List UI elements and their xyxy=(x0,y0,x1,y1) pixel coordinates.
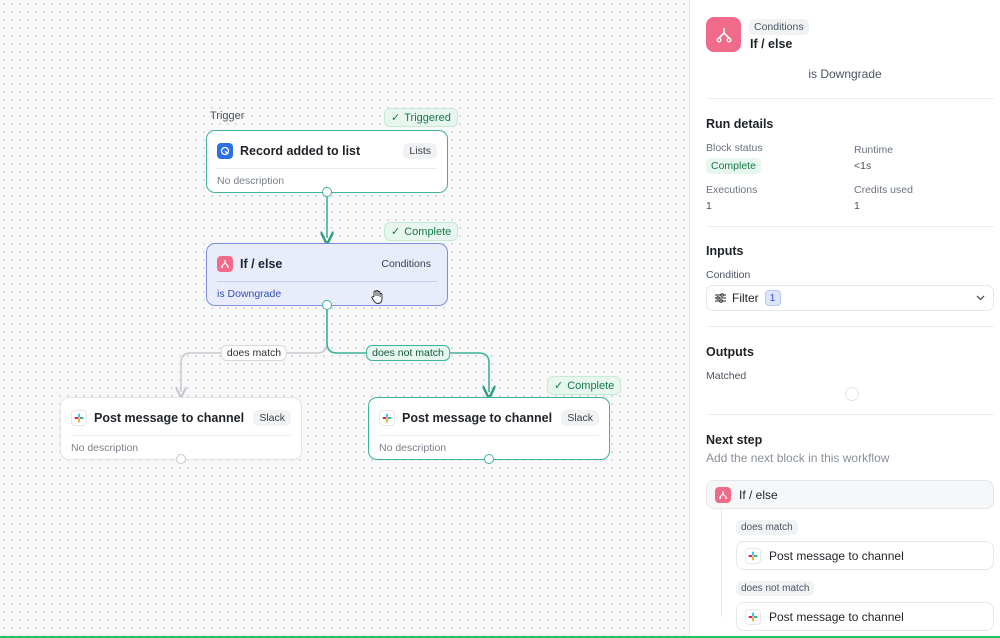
block-status-badge: Complete xyxy=(706,158,761,174)
outputs-title: Outputs xyxy=(706,345,754,359)
divider xyxy=(379,435,599,436)
triggered-badge-label: Triggered xyxy=(404,112,451,124)
complete-badge: ✓Complete xyxy=(384,222,459,241)
ifelse-node[interactable]: If / else Conditions is Downgrade xyxy=(206,243,448,306)
edge-label-does-match[interactable]: does match xyxy=(220,345,288,361)
right-slack-node-desc: No description xyxy=(379,442,447,454)
divider xyxy=(217,168,437,169)
branch-tag-does-not-match: does not match xyxy=(736,581,815,596)
trigger-output-handle[interactable] xyxy=(322,187,332,197)
header-category-tag: Conditions xyxy=(749,19,809,35)
check-icon: ✓ xyxy=(391,112,401,124)
branch-2-item-label: Post message to channel xyxy=(769,609,904,624)
branch-icon xyxy=(706,17,741,52)
trigger-node-title: Record added to list xyxy=(240,144,361,158)
edge-label-does-not-match[interactable]: does not match xyxy=(366,345,450,361)
run-details-title: Run details xyxy=(706,117,774,131)
sliders-icon xyxy=(715,293,726,303)
next-step-root[interactable]: If / else xyxy=(706,480,994,509)
divider xyxy=(706,98,994,99)
complete-badge-label: Complete xyxy=(404,226,452,238)
workflow-canvas[interactable]: Trigger ✓Triggered Record added to list … xyxy=(0,0,689,638)
ifelse-node-desc: is Downgrade xyxy=(217,288,282,300)
complete-badge-2-label: Complete xyxy=(567,380,615,392)
edges xyxy=(0,196,689,638)
condition-filter-select[interactable]: Filter 1 xyxy=(706,285,994,311)
tree-line xyxy=(721,509,722,617)
divider xyxy=(706,226,994,227)
trigger-node-pill: Lists xyxy=(403,143,437,159)
branch-1-item-label: Post message to channel xyxy=(769,548,904,563)
status-line xyxy=(0,636,1000,638)
ifelse-output-handle[interactable] xyxy=(322,300,332,310)
right-output-handle[interactable] xyxy=(484,454,494,464)
left-slack-node-pill: Slack xyxy=(253,410,291,426)
inputs-title: Inputs xyxy=(706,244,744,258)
executions-label: Executions xyxy=(706,184,758,196)
trigger-node[interactable]: Record added to list Lists No descriptio… xyxy=(206,130,448,193)
check-icon: ✓ xyxy=(391,226,401,238)
next-step-branch-1-item[interactable]: Post message to channel xyxy=(736,541,994,570)
trigger-tag: Trigger xyxy=(210,110,245,122)
slack-icon xyxy=(379,410,395,426)
left-output-handle[interactable] xyxy=(176,454,186,464)
divider xyxy=(706,326,994,327)
right-slack-node-pill: Slack xyxy=(561,410,599,426)
triggered-badge: ✓Triggered xyxy=(384,108,458,127)
divider xyxy=(71,435,291,436)
filter-label: Filter xyxy=(732,291,759,305)
condition-summary: is Downgrade xyxy=(808,67,882,81)
trigger-node-desc: No description xyxy=(217,175,285,187)
ifelse-node-title: If / else xyxy=(240,257,283,271)
chevron-down-icon xyxy=(976,295,985,301)
next-step-title: Next step xyxy=(706,433,763,447)
runtime-label: Runtime xyxy=(854,144,894,156)
branch-icon xyxy=(715,486,731,503)
ifelse-node-pill: Conditions xyxy=(381,258,431,270)
next-step-subtitle: Add the next block in this workflow xyxy=(706,451,890,465)
condition-label: Condition xyxy=(706,269,751,281)
next-step-branch-2-item[interactable]: Post message to channel xyxy=(736,602,994,631)
header-title: If / else xyxy=(750,37,793,51)
check-icon: ✓ xyxy=(554,380,564,392)
slack-icon xyxy=(745,547,761,564)
matched-empty-indicator xyxy=(845,387,859,401)
matched-label: Matched xyxy=(706,370,747,382)
branch-tag-does-match: does match xyxy=(736,520,798,535)
divider xyxy=(217,281,437,282)
hand-cursor-icon xyxy=(371,290,383,304)
executions-value: 1 xyxy=(706,200,712,212)
left-slack-node-desc: No description xyxy=(71,442,139,454)
next-step-root-label: If / else xyxy=(739,487,778,502)
slack-icon xyxy=(745,608,761,625)
right-slack-node[interactable]: Post message to channel Slack No descrip… xyxy=(368,397,610,460)
runtime-value: <1s xyxy=(854,160,872,172)
left-slack-node[interactable]: Post message to channel Slack No descrip… xyxy=(60,397,302,460)
credits-label: Credits used xyxy=(854,184,913,196)
filter-count-badge: 1 xyxy=(764,290,781,306)
block-status-label: Block status xyxy=(706,142,763,154)
divider xyxy=(706,414,994,415)
list-record-icon xyxy=(217,143,233,159)
complete-badge-2: ✓Complete xyxy=(547,376,622,395)
slack-icon xyxy=(71,410,87,426)
credits-value: 1 xyxy=(854,200,860,212)
left-slack-node-title: Post message to channel xyxy=(94,411,245,425)
block-details-panel: Conditions If / else is Downgrade Run de… xyxy=(689,0,1000,638)
branch-icon xyxy=(217,256,233,272)
right-slack-node-title: Post message to channel xyxy=(402,411,553,425)
